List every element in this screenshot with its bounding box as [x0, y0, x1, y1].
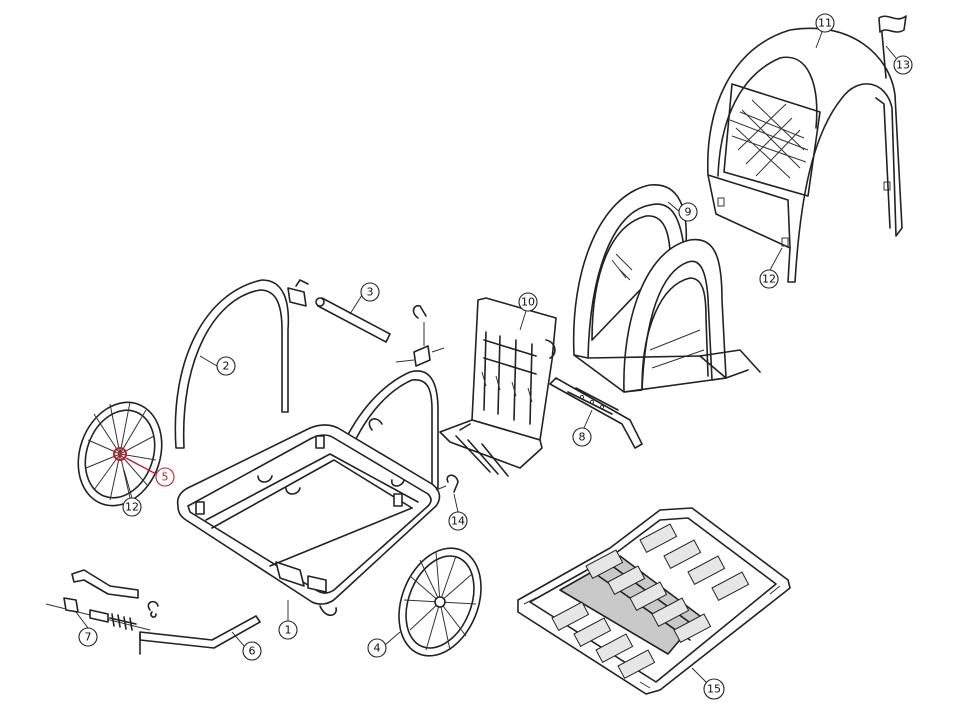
hub-highlight-5 [113, 447, 127, 461]
svg-text:13: 13 [896, 59, 910, 72]
callout-12-canopy: 12 [759, 247, 783, 289]
callout-4: 4 [367, 631, 401, 658]
svg-text:3: 3 [367, 286, 374, 299]
svg-text:5: 5 [162, 471, 169, 484]
svg-text:7: 7 [85, 631, 92, 644]
svg-text:2: 2 [223, 360, 230, 373]
part-front-wheel [398, 547, 482, 657]
callout-3: 3 [349, 282, 380, 315]
svg-text:4: 4 [374, 642, 381, 655]
part-chassis-frame [176, 424, 441, 617]
svg-text:1: 1 [285, 624, 292, 637]
part-canopy-cover [706, 27, 903, 283]
callout-2: 2 [199, 355, 236, 376]
callout-9: 9 [667, 201, 698, 222]
svg-text:6: 6 [249, 645, 256, 658]
part-tow-bar [71, 569, 261, 649]
part-hook [435, 474, 459, 493]
callout-15: 15 [691, 667, 725, 700]
svg-text:14: 14 [451, 515, 465, 528]
svg-text:12: 12 [125, 501, 139, 514]
svg-text:9: 9 [685, 206, 692, 219]
callout-1: 1 [278, 600, 298, 640]
callout-8: 8 [572, 409, 593, 447]
callout-7: 7 [75, 611, 98, 647]
part-rear-arch [174, 279, 290, 449]
svg-text:10: 10 [521, 296, 535, 309]
callout-10: 10 [518, 292, 538, 331]
part-hitch-assembly [45, 597, 159, 655]
svg-text:8: 8 [579, 431, 586, 444]
callout-12-wheel: 12 [122, 469, 142, 517]
part-flag [878, 15, 907, 79]
part-upper-clip [395, 304, 445, 367]
part-floor-tray [517, 507, 791, 695]
part-axle-pin [287, 279, 391, 343]
callout-14: 14 [448, 493, 468, 531]
callout-13: 13 [885, 45, 913, 75]
svg-text:11: 11 [818, 17, 832, 30]
svg-text:15: 15 [707, 683, 721, 696]
part-seat-sling [439, 297, 557, 477]
part-floor-bar [549, 377, 643, 449]
callout-5: 5 [125, 457, 175, 487]
part-front-frame [572, 184, 761, 393]
part-rear-wheel [77, 401, 163, 507]
callout-11: 11 [815, 13, 835, 49]
callout-6: 6 [231, 631, 262, 661]
svg-text:12: 12 [762, 273, 776, 286]
